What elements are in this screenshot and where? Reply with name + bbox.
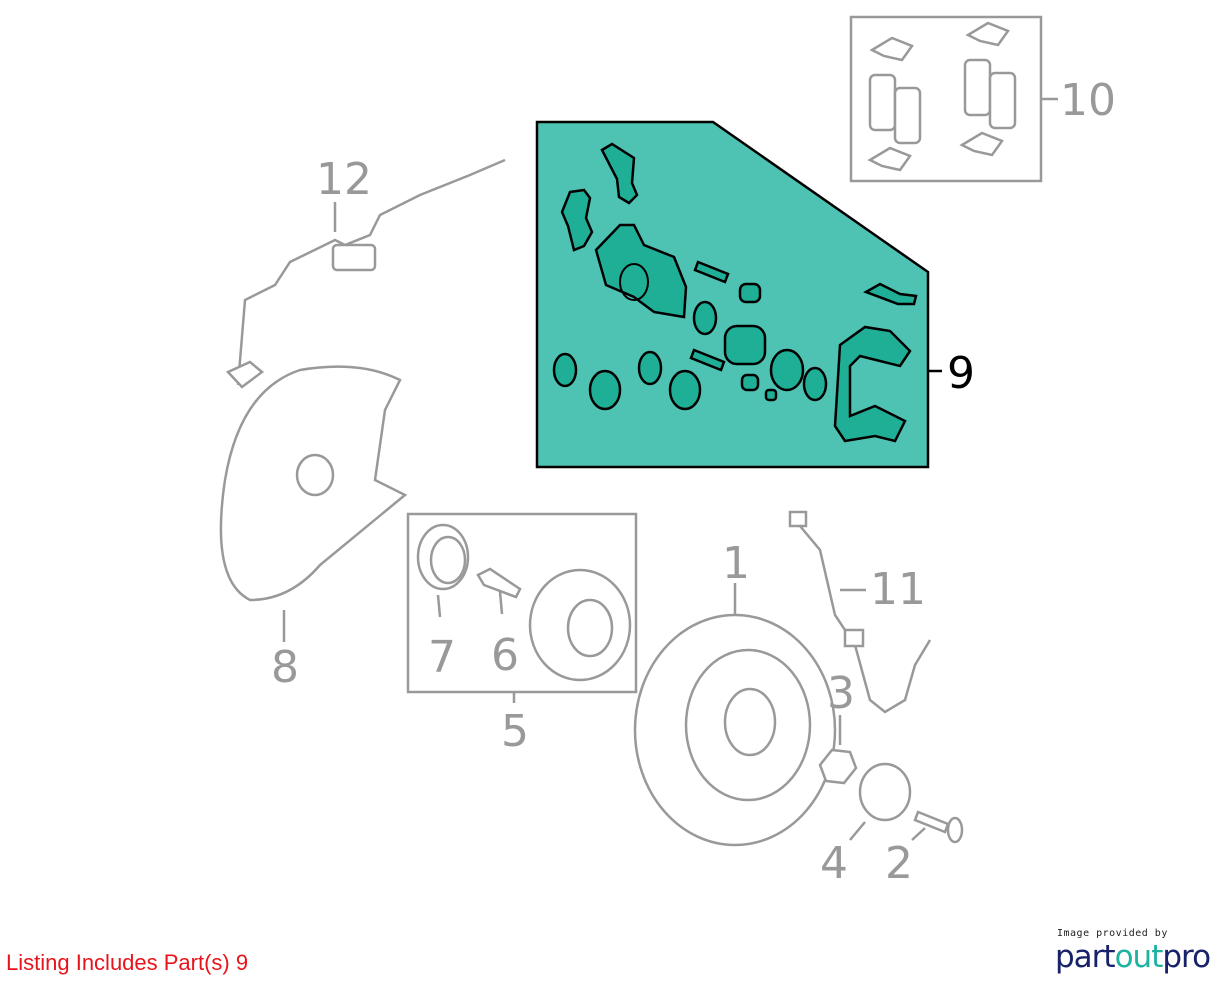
callout-5[interactable]: 5 <box>501 706 529 757</box>
part-11-brake-hose[interactable] <box>788 510 932 714</box>
logo-caption: Image provided by <box>1057 928 1168 939</box>
logo-pro: pro <box>1162 939 1211 975</box>
callout-1[interactable]: 1 <box>722 538 750 589</box>
part-9-caliper-assembly[interactable] <box>535 120 942 469</box>
part-8-dust-shield[interactable] <box>219 365 408 642</box>
callout-7[interactable]: 7 <box>428 632 456 683</box>
callout-3[interactable]: 3 <box>827 668 855 719</box>
callout-12[interactable]: 12 <box>316 154 372 205</box>
callout-8[interactable]: 8 <box>271 642 299 693</box>
partoutpro-logo: Image provided by partoutpro <box>1055 928 1211 975</box>
callout-4[interactable]: 4 <box>820 838 848 889</box>
logo-out: out <box>1114 939 1164 975</box>
callout-10[interactable]: 10 <box>1060 75 1116 126</box>
part-5-hub-assembly[interactable] <box>406 512 638 703</box>
callout-6[interactable]: 6 <box>491 630 519 681</box>
callout-11[interactable]: 11 <box>870 564 926 615</box>
part-1-brake-rotor[interactable] <box>633 583 837 847</box>
listing-includes-text: Listing Includes Part(s) 9 <box>6 950 249 975</box>
part-4-cap[interactable] <box>849 762 912 841</box>
part-12-wheel-speed-sensor[interactable] <box>225 158 506 389</box>
part-2-bolt[interactable] <box>911 810 964 844</box>
callout-9[interactable]: 9 <box>947 348 975 399</box>
callout-2[interactable]: 2 <box>885 838 913 889</box>
logo-part: part <box>1055 939 1116 975</box>
part-3-nut[interactable] <box>818 715 858 785</box>
part-10-brake-pads[interactable] <box>849 15 1058 183</box>
